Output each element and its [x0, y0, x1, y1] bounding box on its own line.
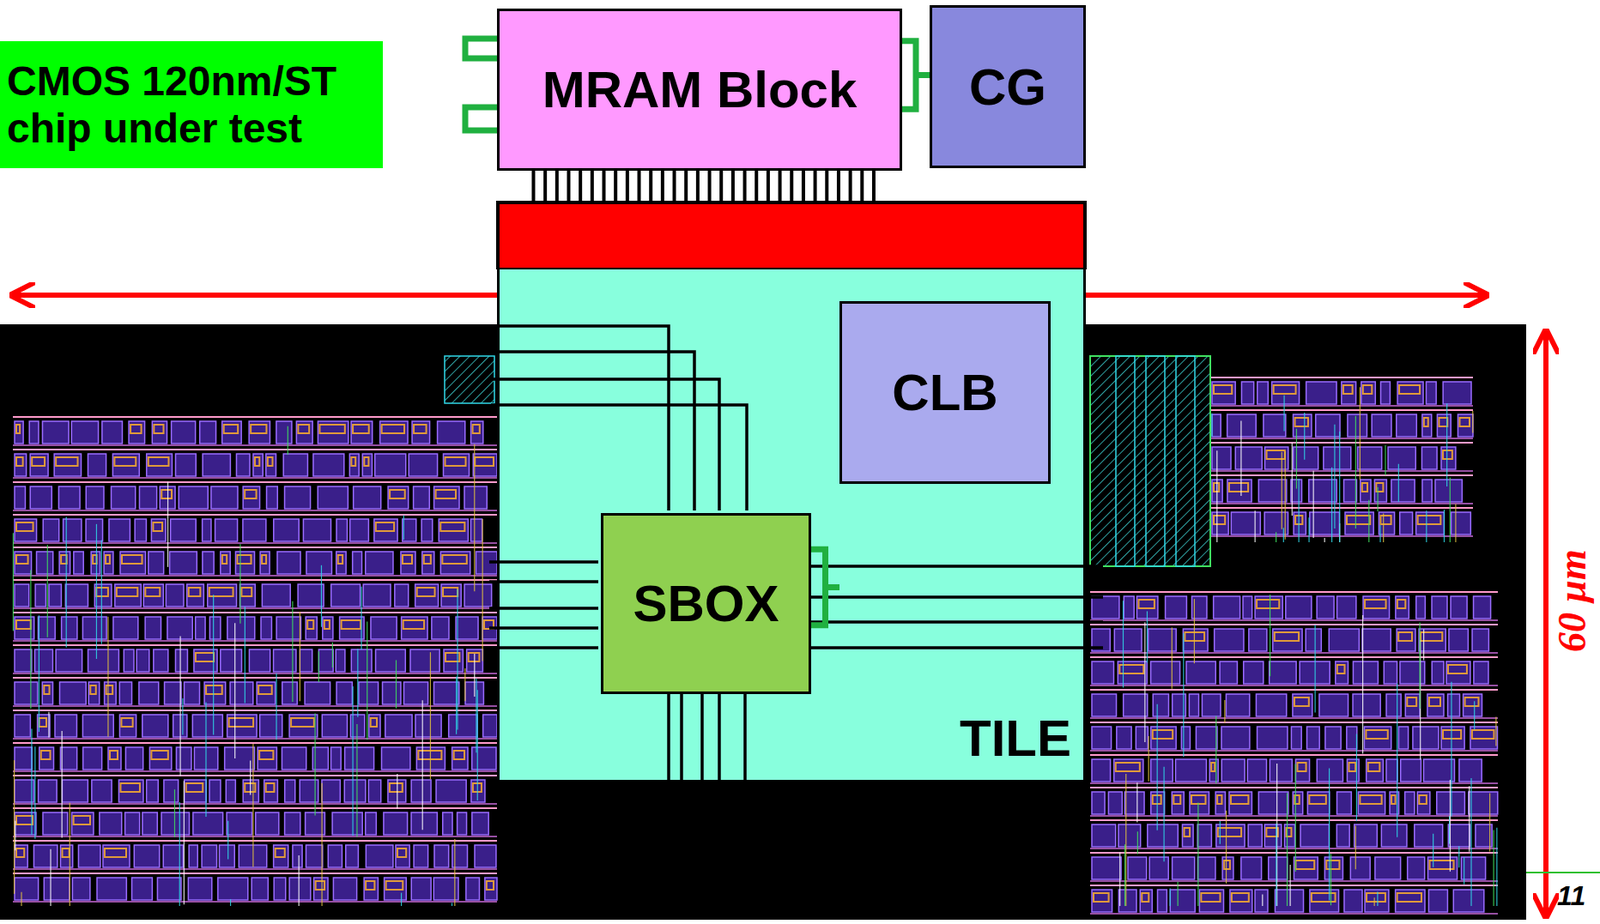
node-text: MRAM Block [542, 60, 858, 120]
node-text: SBOX [632, 574, 779, 634]
chip-tag: CMOS 120nm/ST chip under test [0, 41, 383, 169]
dimension-label: 60 µm [1549, 547, 1595, 655]
height-arrow [1543, 331, 1549, 917]
connector [902, 41, 930, 110]
width-arrow [12, 292, 497, 298]
rule-line [1526, 872, 1600, 874]
config-band [496, 201, 1086, 269]
page-number: 11 [1555, 880, 1588, 913]
green-bracket [465, 38, 497, 131]
clock-generator: CG [929, 5, 1086, 169]
logic-block: CLB [839, 301, 1051, 485]
tile-box: TILE CLB SBOX [496, 201, 1086, 783]
node-text: CLB [891, 363, 998, 423]
connector [811, 549, 840, 626]
node-text: CMOS 120nm/ST chip under test [6, 57, 376, 152]
width-arrow [1085, 292, 1487, 298]
switch-box: SBOX [600, 513, 812, 695]
mram-block: MRAM Block [496, 8, 903, 171]
node-text: CG [969, 57, 1047, 117]
tile-fill [496, 201, 1086, 783]
connector [533, 170, 873, 202]
node-text: TILE [959, 709, 1072, 769]
